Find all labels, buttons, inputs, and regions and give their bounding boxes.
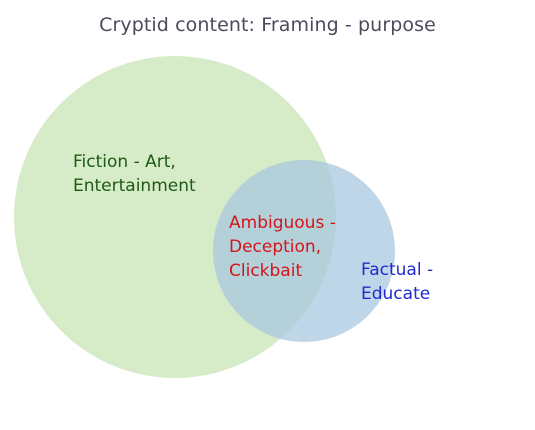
fiction-label-line-2: Entertainment (73, 176, 196, 196)
overlap-label-line-2: Deception, (229, 237, 322, 257)
factual-label: Factual - Educate (361, 258, 433, 306)
diagram-title: Cryptid content: Framing - purpose (99, 14, 436, 36)
overlap-label-line-3: Clickbait (229, 261, 303, 281)
overlap-label-line-1: Ambiguous - (229, 213, 336, 233)
factual-label-line-2: Educate (361, 284, 431, 304)
factual-circle (213, 160, 395, 342)
factual-label-line-1: Factual - (361, 260, 434, 280)
overlap-label: Ambiguous - Deception, Clickbait (229, 211, 336, 283)
fiction-label-line-1: Fiction - Art, (73, 152, 176, 172)
fiction-label: Fiction - Art, Entertainment (73, 150, 196, 198)
